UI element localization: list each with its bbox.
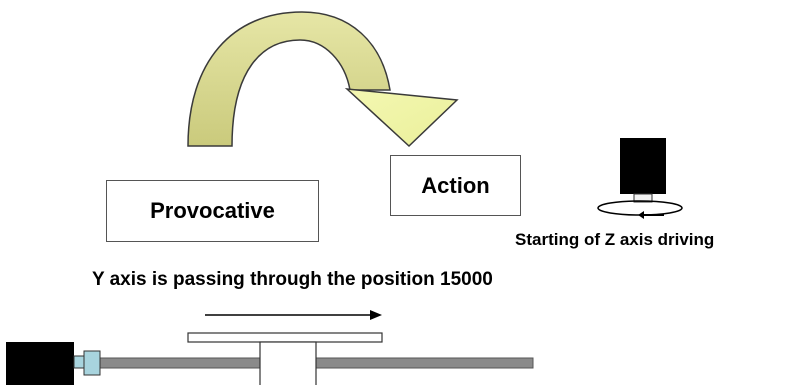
y-axis-caption: Y axis is passing through the position 1… (92, 269, 493, 290)
carriage-block (259, 341, 317, 385)
provocative-label: Provocative (150, 198, 275, 223)
rotation-arrow-icon (597, 200, 683, 219)
action-label: Action (421, 172, 490, 198)
z-axis-caption: Starting of Z axis driving (515, 230, 715, 249)
action-box: Action (390, 155, 521, 216)
curved-arrow-icon (187, 11, 459, 148)
z-motor-icon (620, 138, 666, 203)
carriage-plate (187, 332, 383, 343)
provocative-box: Provocative (106, 180, 319, 242)
y-motor-icon (6, 342, 101, 385)
right-arrow-icon (205, 310, 382, 320)
